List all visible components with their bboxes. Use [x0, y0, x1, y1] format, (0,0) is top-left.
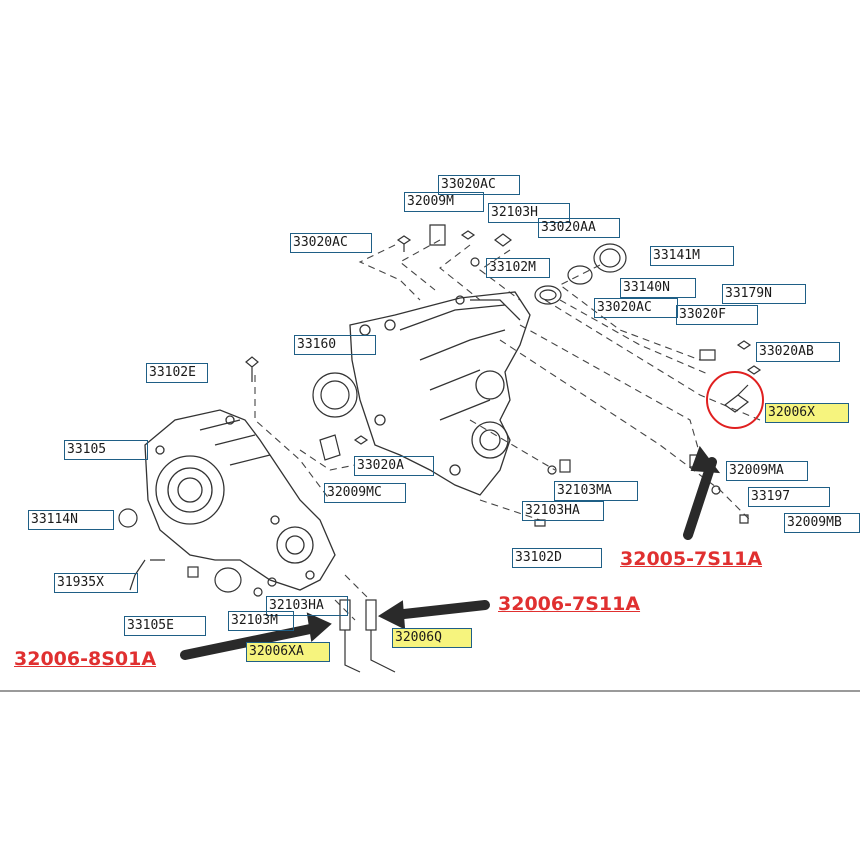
part-label-33141m: 33141M [650, 246, 734, 266]
front-case-housing [144, 409, 336, 591]
part-label-32009mc: 33197 [748, 487, 830, 507]
part-label-33020ac: 33020AC [438, 175, 520, 195]
gasket-33160 [312, 372, 358, 418]
part-label-32006q: 32006Q [392, 628, 472, 648]
part-label-32006xa: 32006XA [246, 642, 330, 662]
sensor-32006x [723, 384, 750, 413]
arrowhead-to-32006xa [306, 612, 332, 642]
part-label-31935x: 31935X [54, 573, 138, 593]
part-label-32006x: 32006X [765, 403, 849, 423]
arrow-to-32006x [683, 457, 717, 540]
bottom-divider [0, 690, 860, 692]
arrowhead-to-32006x [690, 445, 721, 474]
part-label-32103ha: 32103HA [522, 501, 604, 521]
part-label-33102d: 33102D [512, 548, 602, 568]
part-label-33020aa: 33020AA [538, 218, 620, 238]
part-label-32103ma: 32103MA [554, 481, 638, 501]
part-label-32009m: 32009M [404, 192, 484, 212]
part-label-33102e: 33102E [146, 363, 208, 383]
part-label-33105: 33105 [64, 440, 148, 460]
part-label-32009mb: 32009MB [784, 513, 860, 533]
rear-case-housing [349, 291, 531, 496]
part-label-33102m: 33102M [486, 258, 550, 278]
highlight-circle [706, 371, 764, 429]
arrow-to-32006xa [180, 623, 320, 660]
callout-32006-8s01a: 32006-8S01A [14, 648, 157, 670]
callout-32005-7s11a: 32005-7S11A [620, 548, 763, 570]
part-label-33105e: 33105E [124, 616, 206, 636]
part-label-33020ab: 33020AB [756, 342, 840, 362]
part-label-33020ac: 33179N [722, 284, 806, 304]
part-label-33114n: 33114N [28, 510, 114, 530]
part-label-32103ha: 32103HA [266, 596, 348, 616]
part-label-33020f: 33020F [676, 305, 758, 325]
part-label-32103m: 32103M [228, 611, 294, 631]
pointer-arrows [180, 445, 721, 660]
part-label-33140n: 33140N [620, 278, 696, 298]
arrowhead-to-32006q [377, 600, 406, 630]
part-label-32103h: 32103H [488, 203, 570, 223]
part-label-33179n: 33020AC [594, 298, 678, 318]
part-label-33197: 32009MC [324, 483, 406, 503]
arrow-to-32006q [390, 600, 490, 620]
callout-32006-7s11a: 32006-7S11A [498, 593, 641, 615]
part-label-33020a: 33020A [354, 456, 434, 476]
part-label-33160: 33160 [294, 335, 376, 355]
small-parts [118, 224, 762, 597]
part-label-32009ma: 32009MA [726, 461, 808, 481]
part-label-33020ac: 33020AC [290, 233, 372, 253]
